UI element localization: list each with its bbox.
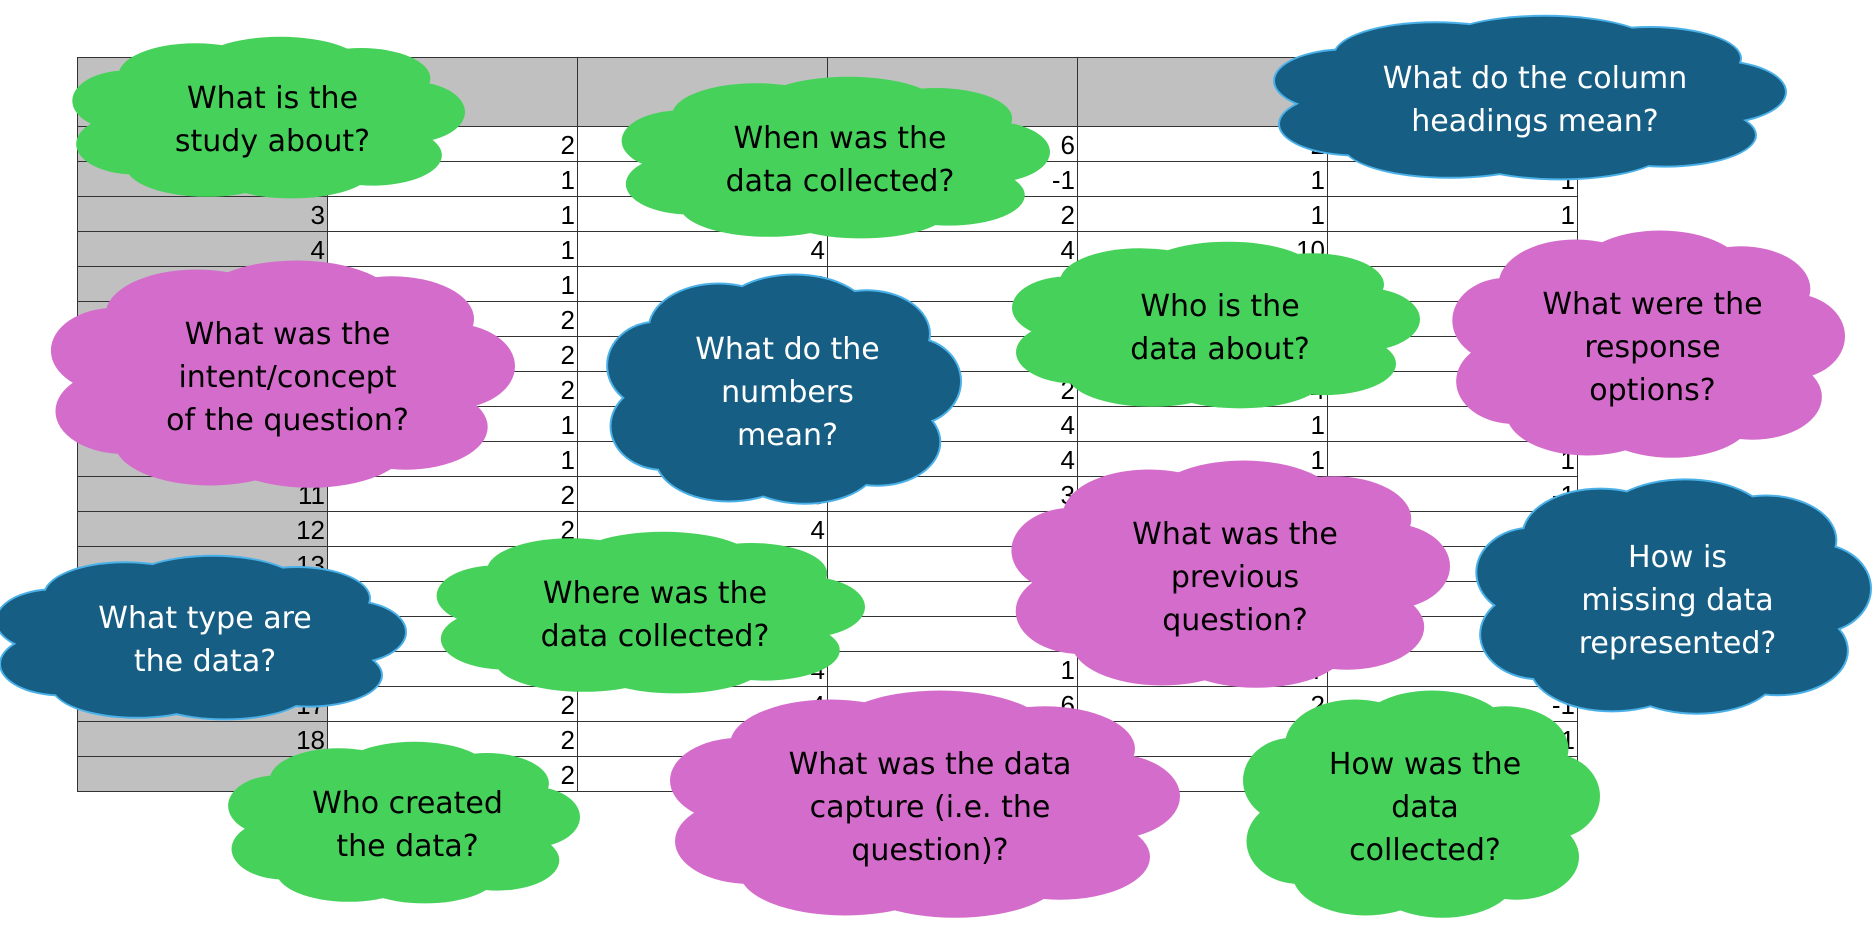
cloud-shape <box>228 741 580 904</box>
cloud-question-text: How was the data collected? <box>1328 747 1522 868</box>
question-cloud-previous-question: What was the previous question? <box>1011 460 1450 690</box>
cloud-shape <box>1273 14 1787 181</box>
table-cell: 4 <box>577 231 828 267</box>
cloud-question-text: What type are the data? <box>98 601 312 679</box>
cloud-question-text: What do the numbers mean? <box>695 332 880 453</box>
question-cloud-numbers-mean: What do the numbers mean? <box>606 273 962 505</box>
cloud-shape <box>606 273 962 505</box>
table-cell: 1 <box>327 196 578 232</box>
question-cloud-data-type: What type are the data? <box>0 554 407 721</box>
row-id-cell: 12 <box>77 511 328 547</box>
cloud-question-text: When was the data collected? <box>725 121 955 199</box>
table-cell: 1 <box>1077 196 1328 232</box>
cloud-question-text: Where was the data collected? <box>540 576 770 654</box>
table-cell: 1 <box>1077 406 1328 442</box>
cloud-question-text: What is the study about? <box>174 81 371 159</box>
cloud-question-text: How is missing data represented? <box>1578 539 1777 661</box>
table-cell: 2 <box>327 476 578 512</box>
cloud-shape <box>50 260 515 488</box>
table-cell: 1 <box>327 231 578 267</box>
cloud-shape <box>1011 460 1450 688</box>
cloud-shape <box>670 690 1180 918</box>
cloud-shape <box>72 36 465 199</box>
cloud-question-text: What was the data capture (i.e. the ques… <box>788 747 1072 868</box>
table-cell: 1 <box>1077 161 1328 197</box>
cloud-question-text: What do the column headings mean? <box>1382 61 1688 139</box>
table-cell: 1 <box>827 651 1078 687</box>
question-cloud-when-collected: When was the data collected? <box>621 76 1050 240</box>
table-cell: 1 <box>1327 196 1578 232</box>
cloud-shape <box>1475 478 1872 715</box>
question-cloud-data-capture: What was the data capture (i.e. the ques… <box>670 690 1180 920</box>
cloud-shape <box>1243 690 1600 918</box>
cloud-question-text: What were the response options? <box>1542 287 1763 408</box>
question-cloud-who-about: Who is the data about? <box>1012 241 1420 410</box>
row-id-cell: 18 <box>77 721 328 757</box>
cloud-shape <box>1452 230 1845 458</box>
cloud-shape <box>621 76 1050 239</box>
question-cloud-how-collected: How was the data collected? <box>1243 690 1600 920</box>
cloud-question-text: What was the intent/concept of the quest… <box>166 317 409 438</box>
cloud-question-text: Who is the data about? <box>1130 288 1310 367</box>
cloud-question-text: What was the previous question? <box>1132 517 1338 638</box>
question-cloud-where-collected: Where was the data collected? <box>436 531 865 695</box>
cloud-shape <box>0 554 407 721</box>
row-id-cell: 3 <box>77 196 328 232</box>
question-cloud-column-headings: What do the column headings mean? <box>1273 14 1787 181</box>
question-cloud-response-options: What were the response options? <box>1452 230 1845 460</box>
question-cloud-study-about: What is the study about? <box>72 36 465 200</box>
cloud-shape <box>1012 241 1420 409</box>
cloud-question-text: Who created the data? <box>312 786 503 864</box>
question-cloud-intent-concept: What was the intent/concept of the quest… <box>50 260 515 490</box>
table-cell: 2 <box>1077 686 1328 722</box>
cloud-shape <box>436 531 865 694</box>
question-cloud-who-created: Who created the data? <box>228 741 580 905</box>
question-cloud-missing-data: How is missing data represented? <box>1475 478 1872 715</box>
